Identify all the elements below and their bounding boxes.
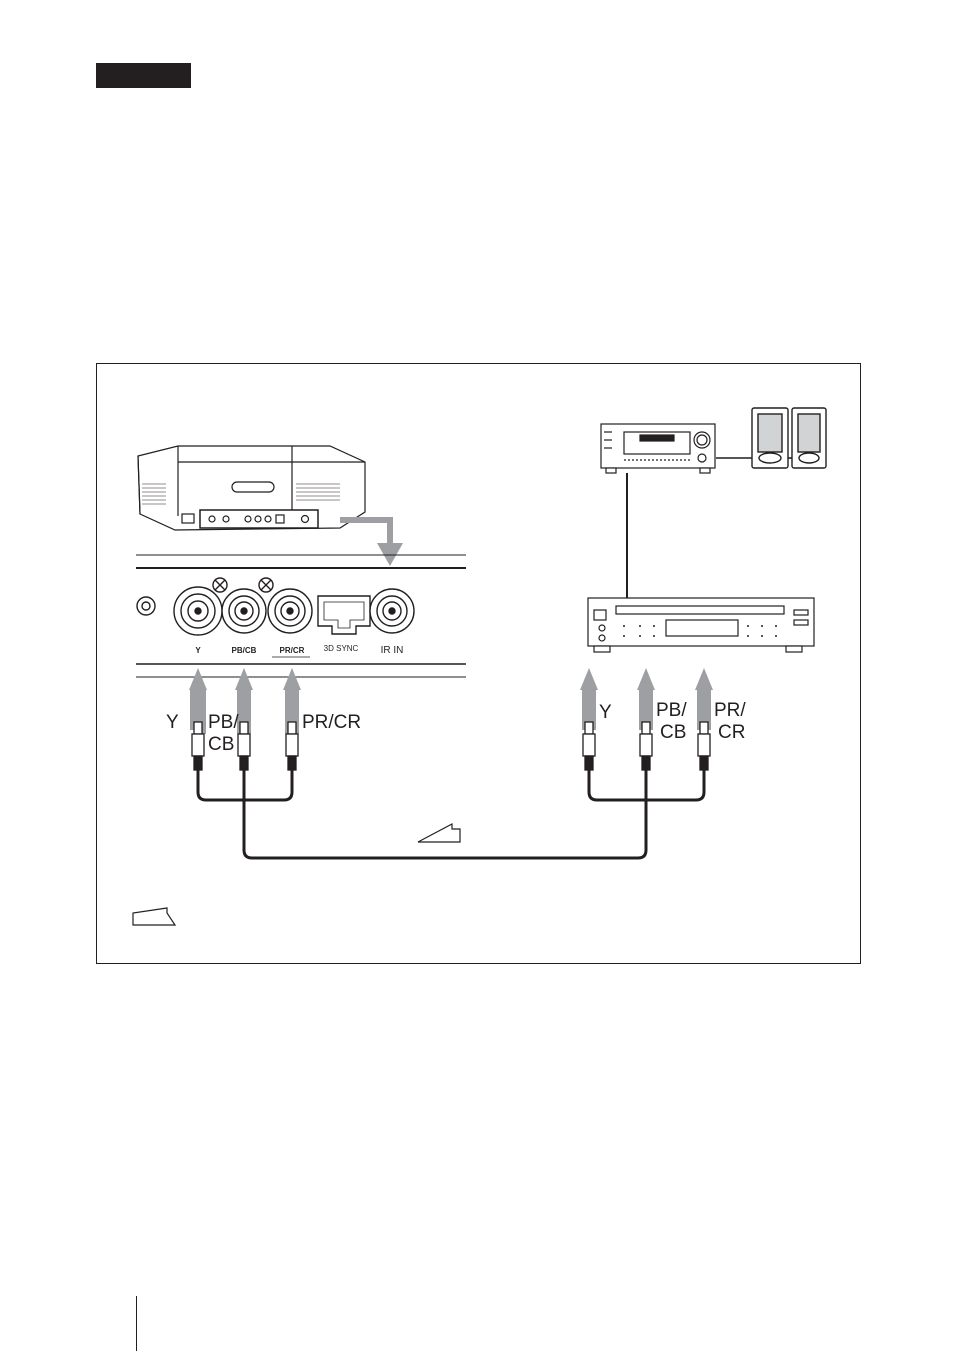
page-rule (136, 1296, 137, 1351)
equipment-label-pb-line2: CB (660, 722, 686, 743)
component-cable (198, 770, 704, 858)
jack-label-ir-in: IR IN (381, 645, 404, 656)
cable-label-pb-line2: CB (208, 734, 234, 755)
jack-label-pb-cb: PB/CB (232, 646, 257, 655)
speaker-illustration (752, 408, 826, 468)
projector-illustration (138, 446, 365, 530)
projector-panel-closeup: Y PB/CB PR/CR 3D SYNC IR IN (136, 555, 466, 677)
signal-flow-arrow (133, 908, 175, 925)
equipment-label-pb-line1: PB/ (656, 700, 687, 721)
cable-label-pr: PR/CR (302, 712, 361, 733)
cable-label-pb-line1: PB/ (208, 712, 239, 733)
zoom-arrow (340, 520, 403, 566)
video-equipment-illustration (588, 598, 814, 652)
jack-label-y: Y (195, 646, 201, 655)
rca-plugs (192, 722, 710, 770)
equipment-label-pr-line2: CR (718, 722, 745, 743)
av-amplifier-illustration (601, 424, 715, 473)
jack-label-3d-sync: 3D SYNC (324, 644, 359, 653)
jack-label-pr-cr: PR/CR (280, 646, 305, 655)
cable-direction-arrow (418, 824, 460, 842)
insertion-arrows (189, 668, 713, 734)
cable-label-y: Y (166, 712, 179, 733)
equipment-label-y: Y (599, 702, 612, 723)
equipment-label-pr-line1: PR/ (714, 700, 746, 721)
